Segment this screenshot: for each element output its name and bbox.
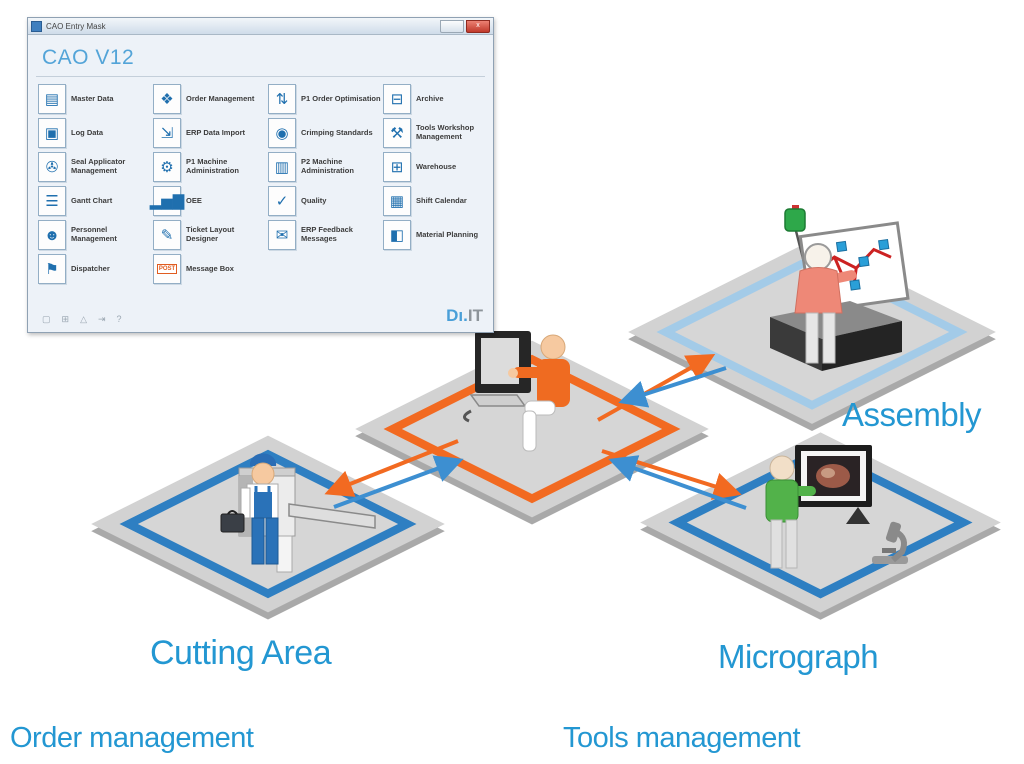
app-warehouse[interactable]: ⊞ Warehouse <box>383 150 496 184</box>
app-label: P1 Machine Administration <box>186 157 239 175</box>
close-button[interactable]: x <box>466 19 490 33</box>
window-title: CAO Entry Mask <box>46 21 106 31</box>
app-label: Log Data <box>71 127 104 137</box>
app-label: ERP Feedback Messages <box>301 225 353 243</box>
app-oee[interactable]: ▂▅▇ OEE <box>150 184 266 218</box>
material-planning-icon: ◧ <box>383 220 411 250</box>
app-seal-applicator-management[interactable]: ✇ Seal Applicator Management <box>38 150 151 184</box>
platform-cutting <box>91 435 445 613</box>
crimping-standards-icon: ◉ <box>268 118 296 148</box>
app-label: P1 Order Optimisation <box>301 93 381 103</box>
app-order-management[interactable]: ❖ Order Management <box>153 82 266 116</box>
app-erp-feedback-messages[interactable]: ✉ ERP Feedback Messages <box>268 218 381 252</box>
app-label: Material Planning <box>416 229 479 239</box>
app-label: Order Management <box>186 93 255 103</box>
app-label: Personnel Management <box>71 225 117 243</box>
shift-calendar-icon: ▦ <box>383 186 411 216</box>
window-footer-toolbar: ▢ ⊞ △ ⇥ ? <box>42 315 122 324</box>
export-icon[interactable]: ⇥ <box>97 314 106 324</box>
app-label: P2 Machine Administration <box>301 157 354 175</box>
document-icon[interactable]: ▢ <box>42 314 51 324</box>
order-management-icon: ❖ <box>153 84 181 114</box>
minimize-button[interactable] <box>440 19 464 33</box>
micrograph-label: Micrograph <box>718 638 879 675</box>
window-header: CAO V12 <box>36 40 485 77</box>
warehouse-icon: ⊞ <box>383 152 411 182</box>
app-p2-machine-administration[interactable]: ▥ P2 Machine Administration <box>268 150 381 184</box>
app-material-planning[interactable]: ◧ Material Planning <box>383 218 496 252</box>
app-label: OEE <box>186 195 202 205</box>
app-p1-order-optimisation[interactable]: ⇅ P1 Order Optimisation <box>268 82 381 116</box>
app-master-data[interactable]: ▤ Master Data <box>38 82 151 116</box>
app-log-data[interactable]: ▣ Log Data <box>38 116 151 150</box>
app-gantt-chart[interactable]: ☰ Gantt Chart <box>38 184 151 218</box>
app-label: Warehouse <box>416 161 457 171</box>
app-label: Seal Applicator Management <box>71 157 126 175</box>
app-crimping-standards[interactable]: ◉ Crimping Standards <box>268 116 381 150</box>
table-icon[interactable]: ⊞ <box>61 314 70 324</box>
app-label: Quality <box>301 195 327 205</box>
platform-micrograph <box>639 432 1001 613</box>
app-label: Tools Workshop Management <box>416 123 475 141</box>
app-personnel-management[interactable]: ☻ Personnel Management <box>38 218 151 252</box>
ticket-designer-icon: ✎ <box>153 220 181 250</box>
p1-order-optimisation-icon: ⇅ <box>268 84 296 114</box>
app-archive[interactable]: ⊟ Archive <box>383 82 496 116</box>
app-dispatcher[interactable]: ⚑ Dispatcher <box>38 252 151 286</box>
app-window-icon <box>31 20 42 32</box>
diit-logo: Dı.IT <box>446 306 483 325</box>
app-ticket-layout-designer[interactable]: ✎ Ticket Layout Designer <box>153 218 266 252</box>
app-icon-grid: ▤ Master Data ❖ Order Management ⇅ P1 Or… <box>38 82 485 286</box>
gantt-chart-icon: ☰ <box>38 186 66 216</box>
cutting-area-label: Cutting Area <box>150 634 332 672</box>
app-label: Archive <box>416 93 444 103</box>
warning-icon[interactable]: △ <box>80 314 87 324</box>
app-label: ERP Data Import <box>186 127 246 137</box>
assembly-label: Assembly <box>842 396 982 433</box>
cao-window: CAO Entry Mask x CAO V12 ▤ Master Data ❖… <box>27 17 494 333</box>
app-shift-calendar[interactable]: ▦ Shift Calendar <box>383 184 496 218</box>
help-icon[interactable]: ? <box>116 314 122 324</box>
p1-machine-icon: ⚙ <box>153 152 181 182</box>
app-label: Dispatcher <box>71 263 110 273</box>
app-label: Ticket Layout Designer <box>186 225 235 243</box>
seal-applicator-icon: ✇ <box>38 152 66 182</box>
app-p1-machine-administration[interactable]: ⚙ P1 Machine Administration <box>153 150 266 184</box>
tools-workshop-icon: ⚒ <box>383 118 411 148</box>
personnel-icon: ☻ <box>38 220 66 250</box>
oee-icon: ▂▅▇ <box>150 186 184 216</box>
erp-feedback-icon: ✉ <box>268 220 296 250</box>
log-data-icon: ▣ <box>38 118 66 148</box>
archive-icon: ⊟ <box>383 84 411 114</box>
window-titlebar[interactable]: CAO Entry Mask x <box>28 18 493 35</box>
app-quality[interactable]: ✓ Quality <box>268 184 381 218</box>
dispatcher-icon: ⚑ <box>38 254 66 284</box>
p2-machine-icon: ▥ <box>268 152 296 182</box>
order-management-caption: Order management <box>10 722 254 754</box>
app-message-box[interactable]: POST Message Box <box>153 252 266 286</box>
tools-management-caption: Tools management <box>563 722 801 754</box>
app-label: Shift Calendar <box>416 195 467 205</box>
app-label: Message Box <box>186 263 234 273</box>
app-version-title: CAO V12 <box>42 46 135 69</box>
erp-data-import-icon: ⇲ <box>153 118 181 148</box>
app-label: Gantt Chart <box>71 195 113 205</box>
app-label: Master Data <box>71 93 114 103</box>
quality-icon: ✓ <box>268 186 296 216</box>
message-box-icon: POST <box>153 254 181 284</box>
app-label: Crimping Standards <box>301 127 373 137</box>
app-tools-workshop-management[interactable]: ⚒ Tools Workshop Management <box>383 116 496 150</box>
app-erp-data-import[interactable]: ⇲ ERP Data Import <box>153 116 266 150</box>
master-data-icon: ▤ <box>38 84 66 114</box>
